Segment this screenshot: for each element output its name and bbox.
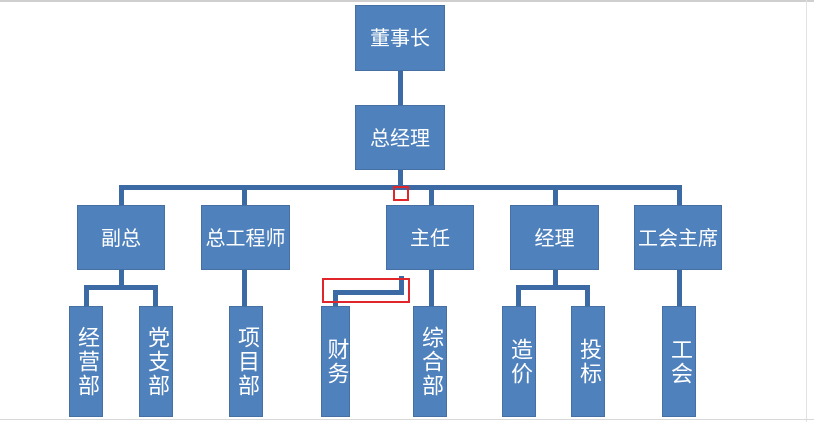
bidding-box: 投标 — [571, 306, 605, 417]
general-affairs-label: 综合部 — [418, 325, 443, 398]
connector-finance-bus — [333, 290, 404, 295]
finance-box: 财务 — [321, 306, 350, 417]
connector-chief-engineer-project — [242, 270, 247, 306]
highlight-bus-junction — [393, 186, 409, 201]
operations-label: 经营部 — [74, 325, 99, 398]
general-affairs-box: 综合部 — [413, 306, 447, 417]
vice-gm-box: 副总 — [77, 205, 165, 270]
highlight-finance-connector — [322, 278, 410, 303]
union-box: 工会 — [662, 306, 696, 417]
bidding-label: 投标 — [576, 337, 601, 386]
operations-box: 经营部 — [69, 306, 103, 417]
party-branch-label: 党支部 — [144, 325, 169, 398]
manager-box: 经理 — [510, 205, 599, 270]
connector-manager-bus — [516, 285, 590, 290]
chief-engineer-label: 总工程师 — [205, 225, 286, 250]
connector-drop-operations — [84, 285, 89, 306]
union-chair-box: 工会主席 — [634, 205, 722, 270]
chairman-label: 董事长 — [370, 26, 430, 50]
director-label: 主任 — [410, 225, 450, 250]
connector-drop-finance — [333, 290, 338, 306]
connector-union-chair-union — [677, 270, 682, 306]
finance-label: 财务 — [323, 337, 349, 386]
bottom-border — [0, 419, 814, 420]
general-manager-box: 总经理 — [355, 105, 445, 170]
top-border — [0, 0, 814, 2]
project-label: 项目部 — [234, 325, 259, 398]
costing-label: 造价 — [507, 337, 532, 386]
chief-engineer-box: 总工程师 — [201, 205, 290, 270]
connector-drop-director — [429, 185, 434, 205]
connector-drop-vice-gm — [119, 185, 124, 205]
connector-manager-down — [553, 270, 558, 287]
costing-box: 造价 — [502, 306, 536, 417]
project-box: 项目部 — [229, 306, 263, 417]
connector-finance-up — [399, 276, 404, 295]
general-manager-label: 总经理 — [370, 125, 430, 150]
connector-drop-costing — [516, 285, 521, 306]
connector-chairman-gm — [398, 71, 403, 105]
chairman-box: 董事长 — [355, 5, 445, 71]
party-branch-box: 党支部 — [139, 306, 173, 417]
connector-director-general-affairs — [429, 270, 434, 306]
connector-vice-gm-bus — [84, 285, 158, 290]
director-box: 主任 — [386, 205, 474, 270]
connector-drop-union-chair — [677, 185, 682, 205]
connector-drop-bidding — [585, 285, 590, 306]
vice-gm-label: 副总 — [101, 225, 141, 250]
union-label: 工会 — [667, 337, 692, 386]
right-border — [806, 0, 807, 422]
connector-drop-manager — [553, 185, 558, 205]
connector-drop-chief-engineer — [242, 185, 247, 205]
connector-drop-party-branch — [153, 285, 158, 306]
manager-label: 经理 — [534, 225, 575, 250]
union-chair-label: 工会主席 — [638, 225, 718, 250]
connector-gm-bus — [398, 170, 403, 187]
connector-vice-gm-down — [119, 270, 124, 287]
